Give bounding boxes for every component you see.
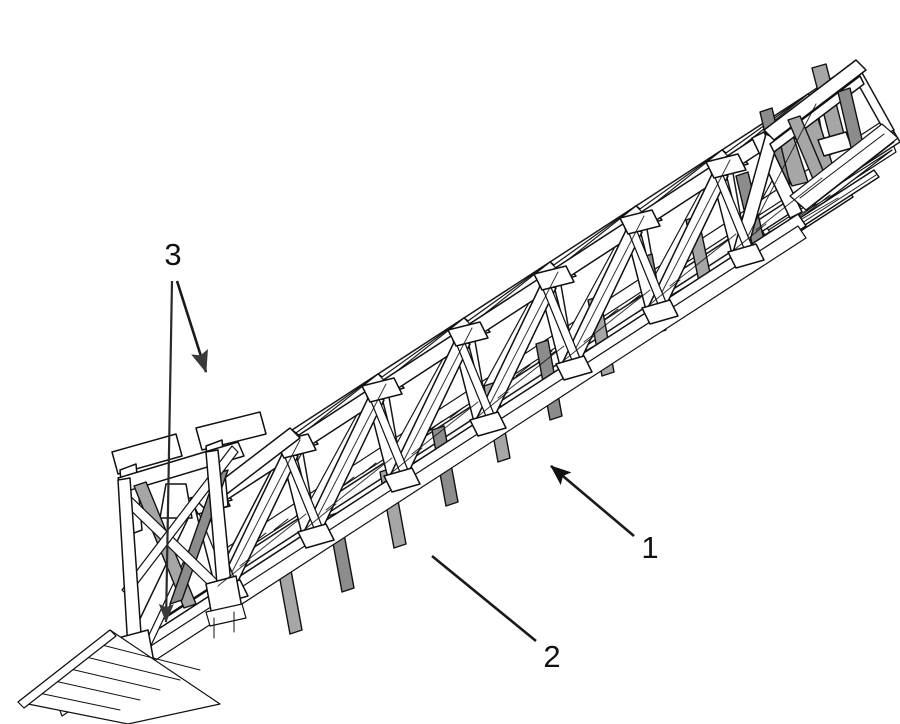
callout-3[interactable]: 3 [158,237,208,623]
far-portal-frame [763,59,867,187]
callout-2-label: 2 [543,639,560,674]
callout-1-label: 1 [641,530,658,565]
near-portal-frame [111,411,301,651]
portal-bracket-left [111,433,183,475]
callout-3-leader-b [158,280,174,623]
callout-2[interactable]: 2 [431,554,561,674]
far-end-deck-slab [789,123,899,211]
callout-3-leader-a [175,280,208,373]
callout-3-label: 3 [164,237,181,272]
callout-2-leader [431,554,537,643]
bearing-right [205,575,247,639]
near-bottom-gussets [211,243,765,605]
near-end-deck-slab [17,629,221,724]
portal-bracket-right [195,411,267,451]
callout-1-leader [550,465,635,537]
callout-1[interactable]: 1 [550,465,659,565]
interior-depth-lines [217,103,823,587]
callouts-layer: 3 1 2 [158,237,659,674]
